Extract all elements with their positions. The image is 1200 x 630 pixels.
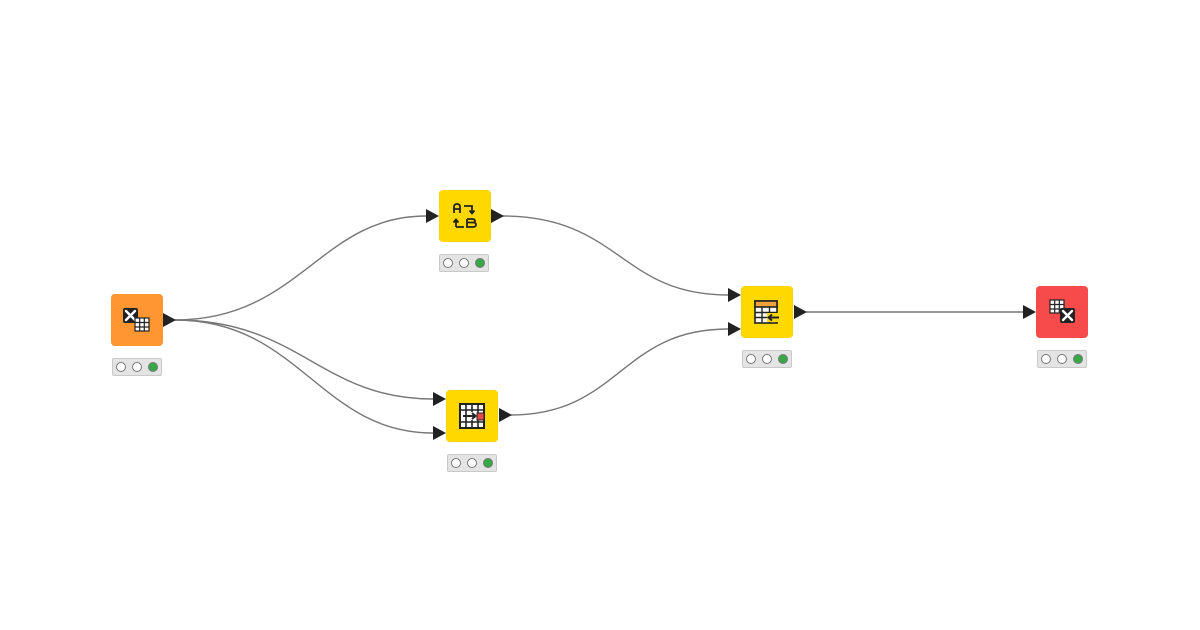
column-splitter-out-port[interactable] [499,408,512,422]
excel-reader-status [112,358,162,376]
status-light-off [746,354,756,364]
status-light-off [116,362,126,372]
string-manipulation-icon [452,203,477,228]
joiner-body[interactable] [741,286,793,338]
connection-excel-reader-to-column-splitter[interactable] [174,319,434,434]
status-light-off [132,362,142,372]
excel-writer-body[interactable] [1036,286,1088,338]
status-light-off [1057,354,1067,364]
status-light-off [1041,354,1051,364]
column-splitter-in-port-1[interactable] [433,392,446,406]
status-light-green [148,362,158,372]
column-splitter-icon [459,403,485,429]
string-manipulation-status [439,254,489,272]
status-light-green [483,458,493,468]
status-light-off [467,458,477,468]
connection-excel-reader-to-string-manipulation[interactable] [174,215,427,321]
string-manipulation-in-port[interactable] [426,209,439,223]
connection-excel-reader-to-column-splitter[interactable] [174,319,434,400]
string-manipulation-out-port[interactable] [491,209,504,223]
excel-reader-icon [123,308,150,332]
connection-string-manipulation-to-joiner[interactable] [501,215,729,296]
connection-column-splitter-to-joiner[interactable] [509,328,729,416]
status-light-green [778,354,788,364]
excel-writer-status [1037,350,1087,368]
excel-reader-out-port[interactable] [163,313,176,327]
status-light-green [1073,354,1083,364]
joiner-in-port-2[interactable] [728,322,741,336]
joiner-icon [754,300,780,324]
status-light-off [459,258,469,268]
joiner-status [742,350,792,368]
string-manipulation-body[interactable] [439,190,491,242]
joiner-out-port[interactable] [794,305,807,319]
column-splitter-body[interactable] [446,390,498,442]
status-light-green [475,258,485,268]
status-light-off [443,258,453,268]
excel-writer-in-port[interactable] [1023,305,1036,319]
joiner-in-port-1[interactable] [728,288,741,302]
excel-writer-icon [1049,299,1075,323]
status-light-off [762,354,772,364]
column-splitter-status [447,454,497,472]
column-splitter-in-port-2[interactable] [433,426,446,440]
status-light-off [451,458,461,468]
excel-reader-body[interactable] [111,294,163,346]
